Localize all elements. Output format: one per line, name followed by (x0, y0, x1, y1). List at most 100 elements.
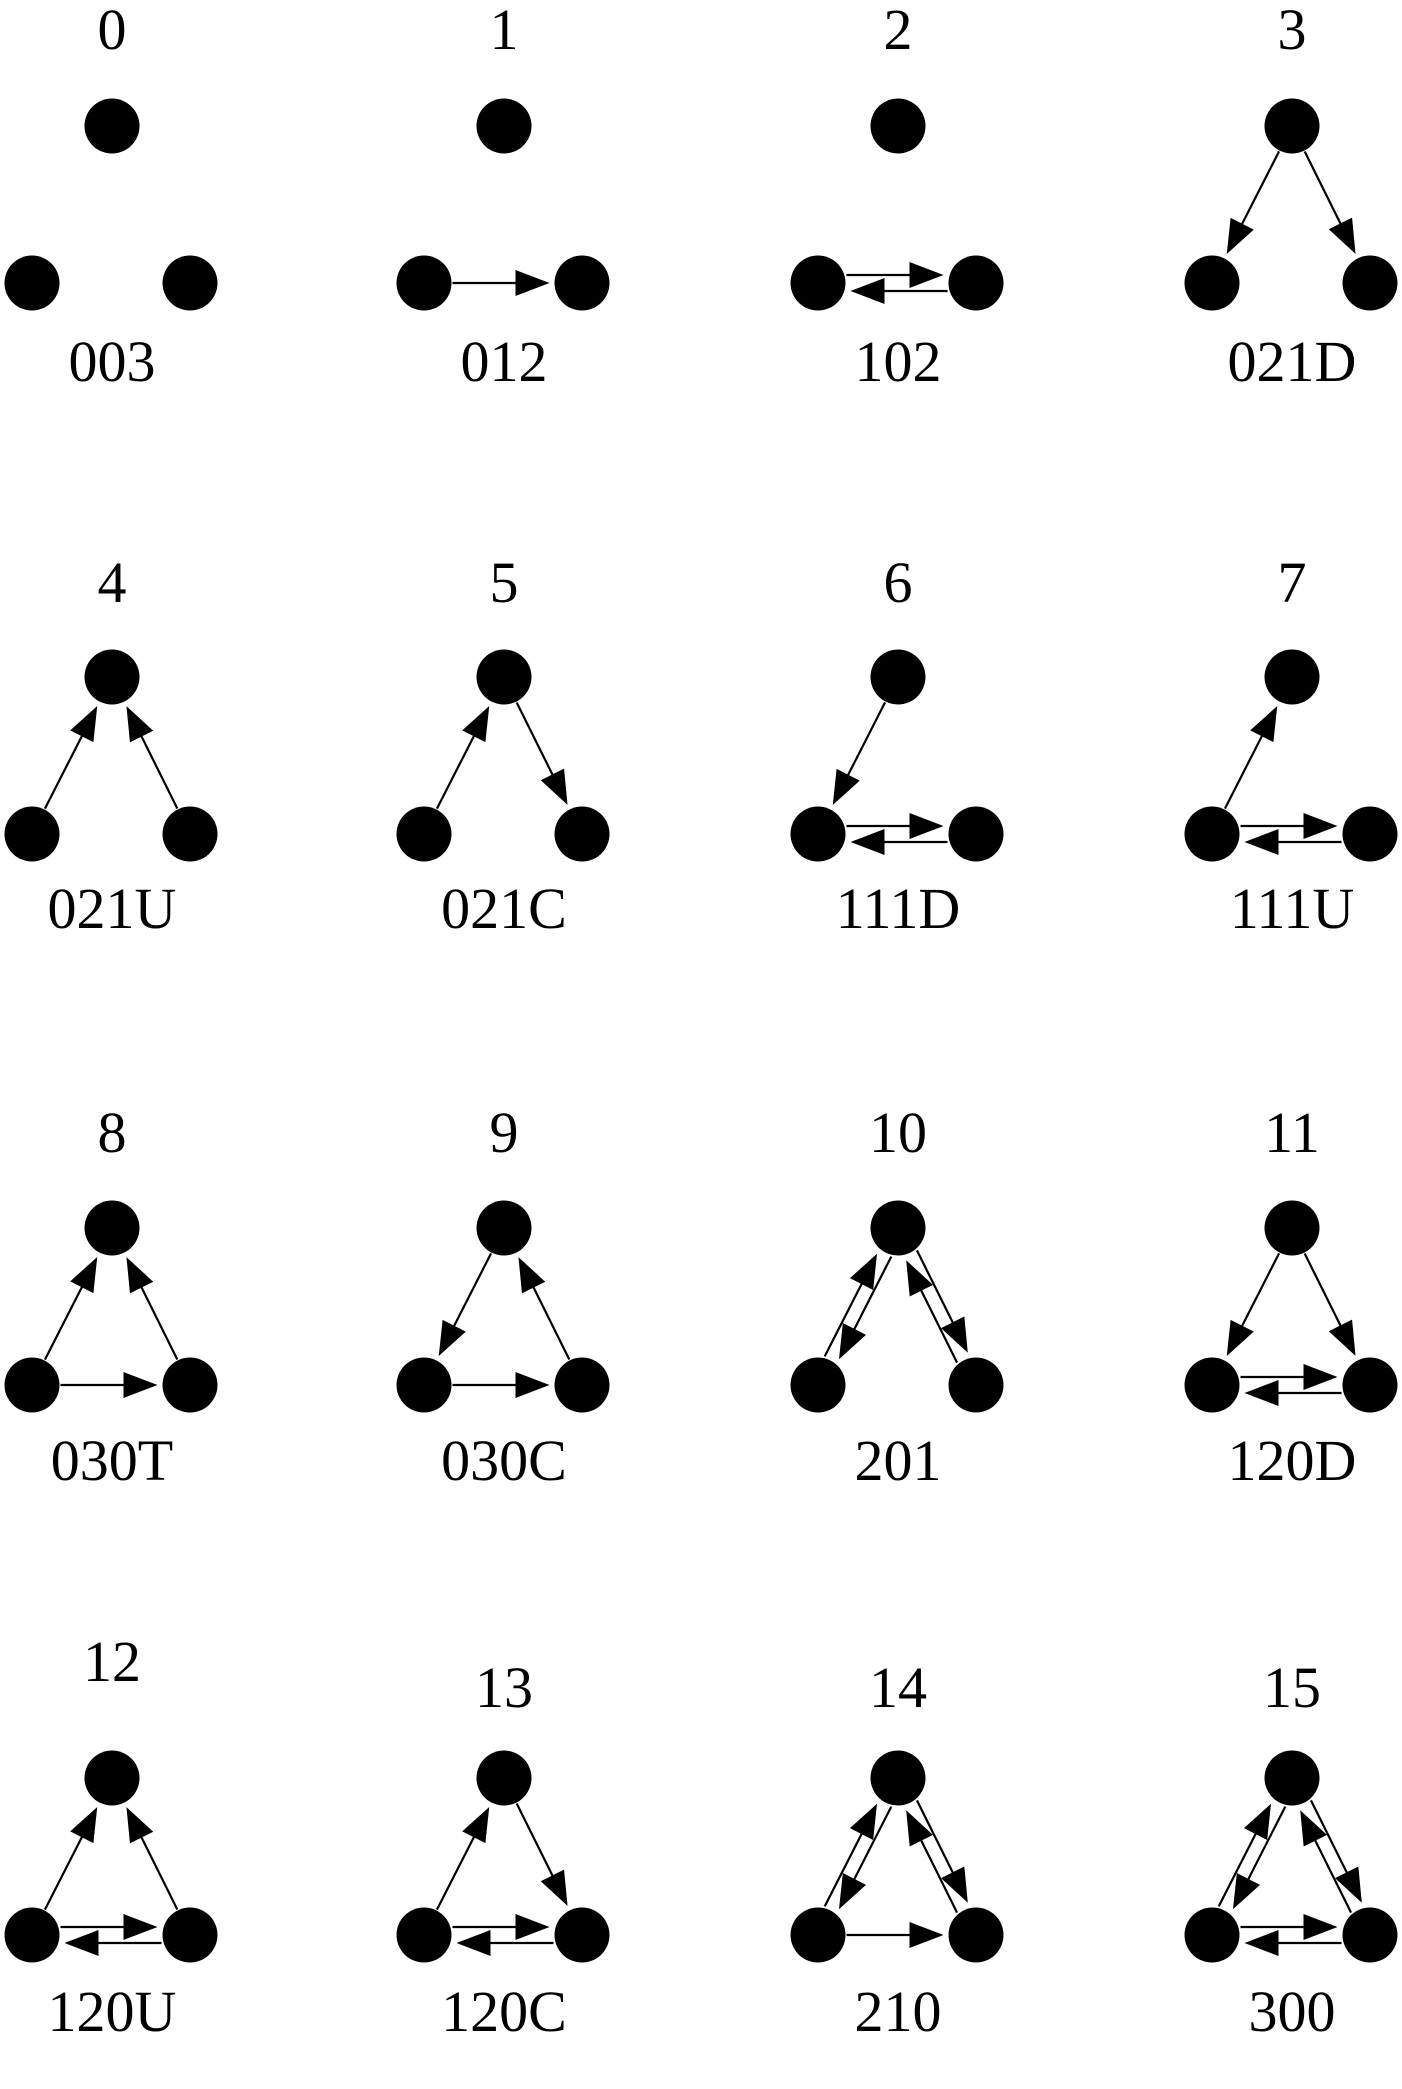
arrowhead (909, 813, 944, 839)
node-bottom-right (948, 1907, 1004, 1963)
node-top (476, 1750, 532, 1806)
triad-number: 15 (1263, 1655, 1321, 1720)
edge-line (852, 1256, 893, 1333)
triad-label: 102 (854, 329, 942, 394)
edge-line (1223, 733, 1265, 810)
arrowhead (1250, 705, 1278, 743)
edge-line (435, 733, 477, 810)
node-top (84, 649, 140, 705)
triad-label: 012 (460, 329, 548, 394)
node-bottom-right (554, 1907, 610, 1963)
edge-T-BR (515, 702, 568, 805)
arrowhead (438, 1319, 466, 1357)
arrowhead (126, 706, 154, 743)
edge-T-BR (515, 1803, 568, 1906)
edge-BL-BR (452, 1372, 550, 1398)
node-top (84, 98, 140, 154)
edge-BR-T (126, 1257, 179, 1360)
arrowhead (941, 1866, 968, 1903)
edge-BL-BR (452, 1914, 550, 1940)
triad-number: 6 (883, 550, 913, 615)
node-top (870, 1200, 926, 1256)
arrowhead (462, 705, 490, 743)
triad-graph (396, 649, 610, 862)
edge-line (515, 702, 555, 778)
node-top (476, 1200, 532, 1256)
edge-BL-BR (846, 1922, 944, 1948)
arrowhead (515, 1914, 550, 1940)
edge-T-BL (838, 1806, 893, 1910)
triad-graph (4, 1200, 218, 1413)
node-bottom-left (1184, 255, 1240, 311)
edge-BL-T (823, 1803, 878, 1907)
node-top (870, 98, 926, 154)
edge-T-BL (832, 701, 887, 806)
node-top (1264, 98, 1320, 154)
triad-graph (396, 98, 610, 311)
triad-graph (4, 1750, 218, 1963)
edge-BR-T (126, 1807, 179, 1910)
edge-BL-BR (60, 1372, 158, 1398)
triad-graph (790, 98, 1004, 311)
edge-T-BR (915, 1249, 968, 1353)
node-bottom-right (948, 806, 1004, 862)
arrowhead (1226, 1319, 1254, 1357)
triad-number: 1 (489, 0, 519, 62)
edge-BL-BR (1240, 813, 1338, 839)
node-bottom-left (790, 255, 846, 311)
edge-BL-BR (60, 1914, 158, 1940)
node-top (1264, 1200, 1320, 1256)
triad-number: 14 (869, 1655, 927, 1720)
arrowhead (126, 1807, 154, 1844)
edge-line (1246, 1806, 1287, 1883)
edge-line (43, 733, 85, 810)
node-top (1264, 1750, 1320, 1806)
edge-T-BR (1309, 1799, 1362, 1903)
edge-line (852, 1806, 893, 1883)
triad-graph (790, 649, 1004, 862)
edge-line (139, 1834, 179, 1910)
arrowhead (1244, 1380, 1279, 1406)
arrowhead (518, 1257, 546, 1294)
edge-line (823, 1830, 864, 1907)
triad-graph (790, 1200, 1004, 1413)
edge-T-BL (1226, 1252, 1281, 1357)
edge-BR-T (906, 1260, 959, 1364)
arrowhead (123, 1914, 158, 1940)
arrowhead (850, 278, 885, 304)
node-bottom-right (554, 806, 610, 862)
triad-graph (1184, 1200, 1398, 1413)
arrowhead (515, 270, 550, 296)
edge-line (1217, 1830, 1258, 1907)
arrowhead (906, 1260, 933, 1297)
arrowhead (832, 768, 860, 806)
node-bottom-left (1184, 1357, 1240, 1413)
triad-label: 300 (1248, 1979, 1336, 2044)
arrowhead (126, 1257, 154, 1294)
edge-line (823, 1280, 864, 1357)
edge-line (1303, 151, 1343, 227)
edge-BR-T (518, 1257, 571, 1360)
edge-BR-T (906, 1810, 959, 1914)
edge-BL-T (43, 705, 98, 810)
edge-T-BR (1303, 1253, 1356, 1356)
arrowhead (1328, 1319, 1356, 1356)
node-bottom-right (554, 255, 610, 311)
arrowhead (456, 1930, 491, 1956)
arrowhead (1303, 1364, 1338, 1390)
edge-BR-BL (1244, 1380, 1342, 1406)
edge-line (139, 733, 179, 809)
edge-BL-BR (1240, 1364, 1338, 1390)
arrowhead (64, 1930, 99, 1956)
triad-number: 0 (97, 0, 127, 62)
edge-line (915, 1249, 956, 1326)
edge-BL-T (43, 1256, 98, 1361)
node-bottom-left (1184, 806, 1240, 862)
edge-BL-T (823, 1253, 878, 1357)
node-bottom-left (396, 255, 452, 311)
arrowhead (70, 1806, 98, 1844)
node-bottom-right (948, 1357, 1004, 1413)
arrowhead (909, 1922, 944, 1948)
triad-label: 120C (441, 1979, 567, 2044)
edge-line (845, 701, 887, 778)
